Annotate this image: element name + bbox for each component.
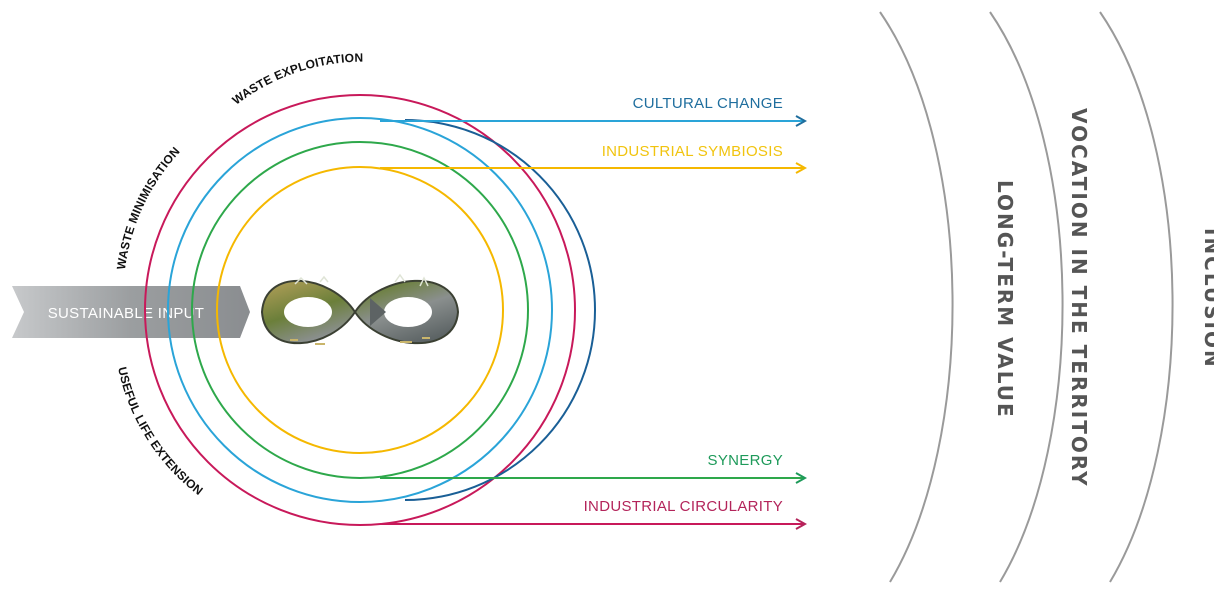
ring-red — [144, 94, 576, 526]
sustainable-input-arrow: SUSTAINABLE INPUT — [12, 286, 250, 338]
sustainable-input-label: SUSTAINABLE INPUT — [48, 305, 205, 322]
arc-inclusion — [1099, 11, 1174, 583]
label-useful-life-extension: USEFUL LIFE EXTENSION — [115, 365, 206, 497]
label-industrial-symbiosis: INDUSTRIAL SYMBIOSIS — [602, 143, 783, 160]
ring-yellow — [216, 166, 504, 454]
label-industrial-circularity: INDUSTRIAL CIRCULARITY — [584, 498, 783, 515]
label-waste-minimisation: WASTE MINIMISATION — [114, 144, 183, 270]
ring-light-blue — [167, 117, 553, 503]
label-cultural-change: CULTURAL CHANGE — [633, 95, 783, 112]
infinity-landscape-icon — [260, 273, 460, 345]
label-vocation-in-the-territory: VOCATION IN THE TERRITORY — [1067, 108, 1091, 488]
label-synergy: SYNERGY — [708, 452, 783, 469]
label-long-term-value: LONG-TERM VALUE — [993, 180, 1017, 419]
arc-long-term-value — [879, 11, 954, 583]
ring-green — [191, 141, 529, 479]
arc-vocation-territory — [989, 11, 1064, 583]
label-waste-exploitation: WASTE EXPLOITATION — [230, 51, 364, 108]
label-inclusion: INCLUSION — [1200, 228, 1214, 369]
